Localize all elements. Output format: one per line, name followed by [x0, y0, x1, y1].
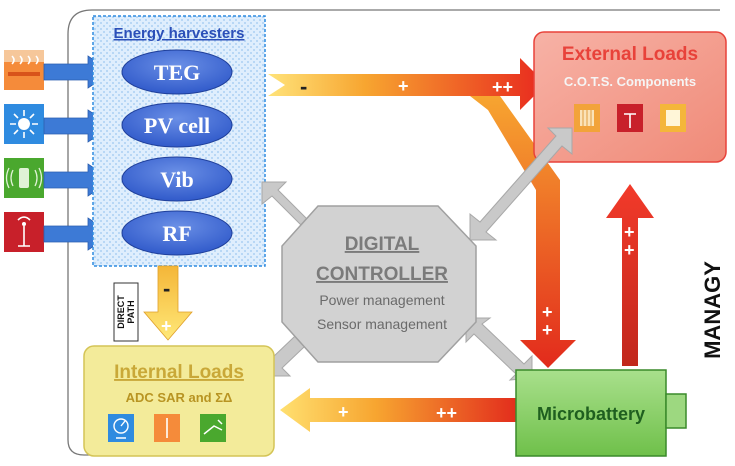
battery-label: Microbattery — [537, 404, 645, 424]
battery-to-internal-arrow — [280, 388, 520, 432]
outer-frame — [67, 9, 720, 456]
controller-line-2: Sensor management — [317, 316, 447, 332]
sign-plusplus-top: ++ — [492, 77, 513, 97]
harvesters-title: Energy harvesters — [114, 25, 245, 42]
harvester-label-vib: Vib — [160, 167, 193, 192]
controller-title-1: DIGITAL — [345, 234, 420, 255]
direct-path-line2: PATH — [126, 300, 136, 323]
sign-minus-top: - — [300, 74, 307, 99]
sun-icon — [4, 104, 44, 144]
internal-loads-title: Internal Loads — [114, 362, 244, 383]
chip-icon — [574, 104, 600, 132]
sign-plus-down-2: + — [542, 320, 553, 340]
controller-shape — [281, 205, 477, 363]
sign-plus-up-1: + — [624, 222, 635, 242]
signal-icon — [200, 414, 226, 442]
sign-plus-direct: + — [161, 316, 172, 336]
heat-source-icon — [4, 50, 44, 90]
sign-plus-bottom: + — [338, 402, 349, 422]
antenna-icon — [4, 212, 44, 252]
harvester-label-rf: RF — [162, 221, 191, 246]
microbattery: Microbattery — [515, 369, 687, 457]
harvester-vib: Vib — [121, 156, 233, 202]
gauge-icon — [108, 414, 134, 442]
direct-path-line1: DIRECT — [116, 295, 126, 329]
direct-path-label: DIRECT PATH — [113, 282, 139, 342]
sign-plus-top: + — [398, 76, 409, 96]
harvester-teg: TEG — [121, 49, 233, 95]
sign-minus-direct: - — [163, 276, 170, 301]
harvester-rf: RF — [121, 210, 233, 256]
controller-title-2: CONTROLLER — [316, 264, 448, 285]
controller-line-1: Power management — [319, 292, 444, 308]
direct-path-arrow — [143, 265, 193, 341]
module-icon — [660, 104, 686, 132]
brand-label: MANAGY — [700, 261, 725, 359]
sign-plus-down-1: + — [542, 302, 553, 322]
harvester-pv: PV cell — [121, 102, 233, 148]
battery-to-external-arrow — [606, 184, 654, 366]
sensor-icon — [617, 104, 643, 132]
harvester-label-pv: PV cell — [144, 113, 210, 138]
sign-plus-up-2: + — [624, 240, 635, 260]
internal-loads-subtitle: ADC SAR and ΣΔ — [126, 390, 233, 405]
harvester-to-battery-arrow — [470, 96, 576, 368]
sign-plusplus-bottom: ++ — [436, 403, 457, 423]
harvester-label-teg: TEG — [154, 60, 200, 85]
vibration-icon — [4, 158, 44, 198]
probe-icon — [154, 414, 180, 442]
external-loads-title: External Loads — [562, 44, 698, 65]
harvester-to-external-arrow — [268, 58, 546, 110]
external-loads-subtitle: C.O.T.S. Components — [564, 74, 696, 89]
